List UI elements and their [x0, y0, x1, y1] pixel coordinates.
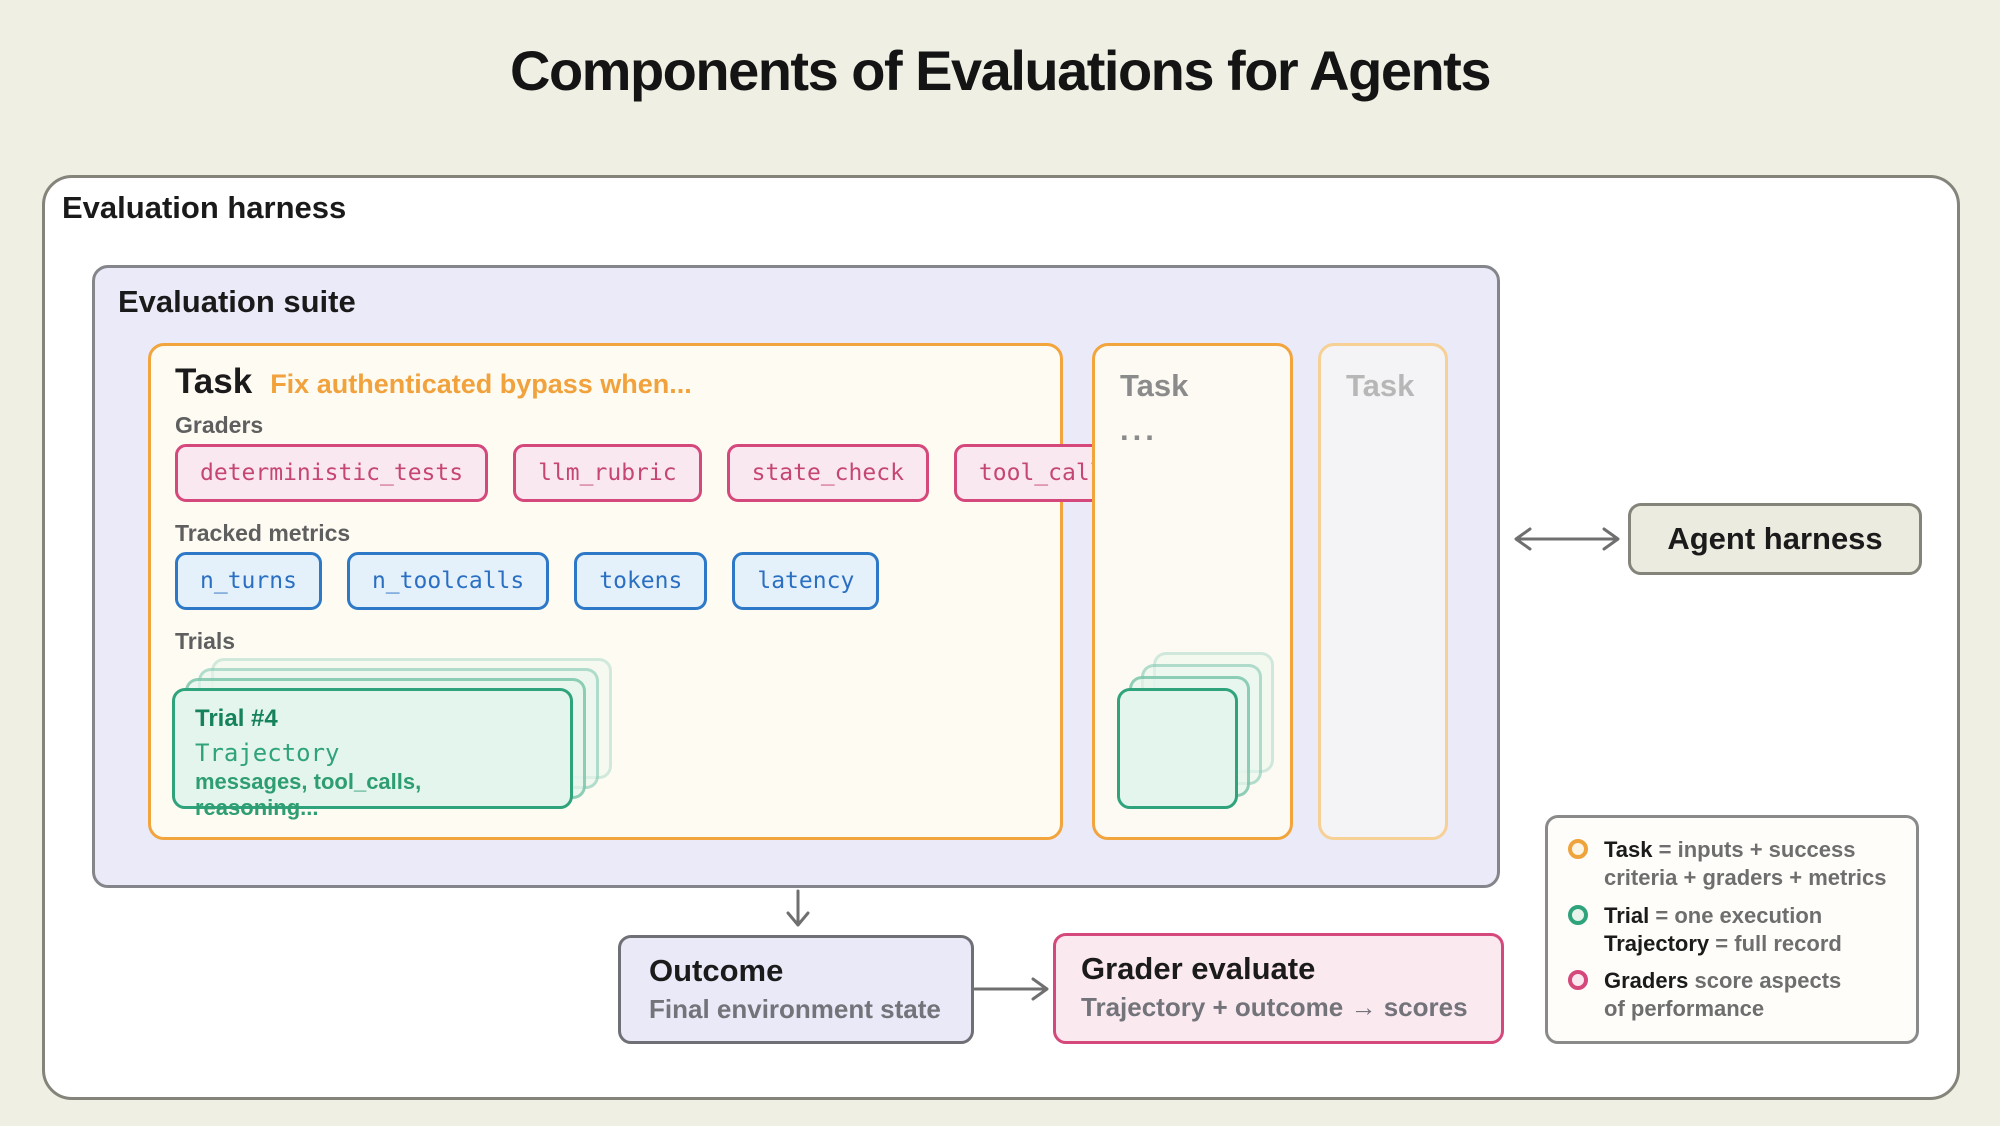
task-card-3: [1318, 343, 1448, 840]
task2-title: Task: [1120, 368, 1189, 403]
task-ring-icon: [1568, 839, 1588, 859]
task-title: Task: [175, 362, 253, 401]
trial-title: Trial #4: [195, 705, 278, 732]
trajectory-label: Trajectory: [195, 739, 340, 767]
outcome-title: Outcome: [649, 953, 784, 988]
legend-term: Trajectory: [1604, 930, 1710, 956]
legend-item-graders: Graders score aspects of performance: [1568, 967, 1896, 1023]
trial-card: Trial #4 Trajectory messages, tool_calls…: [172, 688, 573, 820]
double-arrow: [1514, 527, 1620, 551]
tracked-metrics-label: Tracked metrics: [175, 520, 351, 546]
page-title: Components of Evaluations for Agents: [510, 39, 1491, 102]
legend-item-trial: Trial = one execution Trajectory = full …: [1568, 902, 1896, 958]
task-header: Task Fix authenticated bypass when...: [175, 362, 692, 402]
trial-card-stack: Trial #4 Trajectory messages, tool_calls…: [172, 658, 612, 820]
agent-harness-box: Agent harness: [1628, 503, 1922, 575]
metric-pill: tokens: [574, 552, 708, 610]
right-arrow: [973, 977, 1049, 1001]
task-description: Fix authenticated bypass when...: [270, 369, 692, 399]
metric-pill: n_turns: [175, 552, 322, 610]
grader-pill: llm_rubric: [513, 444, 702, 502]
trajectory-detail: messages, tool_calls, reasoning...: [195, 769, 422, 820]
grader-evaluate-box: Grader evaluate Trajectory + outcome → s…: [1053, 933, 1504, 1044]
trials-label: Trials: [175, 628, 236, 654]
legend-term: Graders: [1604, 968, 1689, 993]
evaluation-suite-label: Evaluation suite: [118, 284, 356, 319]
trial-mini-stack: [1117, 652, 1274, 809]
task3-title: Task: [1346, 368, 1415, 403]
task2-ellipsis: ...: [1120, 412, 1158, 447]
grader-pill: state_check: [726, 444, 929, 502]
grader-pill: deterministic_tests: [175, 444, 489, 502]
legend-box: Task = inputs + success criteria + grade…: [1545, 815, 1919, 1044]
legend-term: Trial: [1604, 902, 1650, 928]
grader-evaluate-subtitle: Trajectory + outcome → scores: [1081, 992, 1468, 1022]
metrics-pill-row: n_turns n_toolcalls tokens latency: [175, 552, 880, 610]
metric-pill: latency: [732, 552, 880, 610]
agent-harness-label: Agent harness: [1667, 521, 1883, 556]
graders-ring-icon: [1568, 970, 1588, 990]
trial-card: [1117, 688, 1238, 809]
trial-ring-icon: [1568, 904, 1588, 925]
graders-pill-row: deterministic_tests llm_rubric state_che…: [175, 444, 1143, 502]
outcome-subtitle: Final environment state: [649, 994, 941, 1024]
grader-evaluate-title: Grader evaluate: [1081, 951, 1316, 986]
legend-term: Task: [1604, 837, 1653, 862]
graders-label: Graders: [175, 412, 264, 438]
legend-item-task: Task = inputs + success criteria + grade…: [1568, 836, 1896, 892]
down-arrow: [786, 889, 810, 927]
outcome-box: Outcome Final environment state: [618, 935, 974, 1044]
metric-pill: n_toolcalls: [346, 552, 550, 610]
evaluation-harness-label: Evaluation harness: [62, 190, 347, 225]
